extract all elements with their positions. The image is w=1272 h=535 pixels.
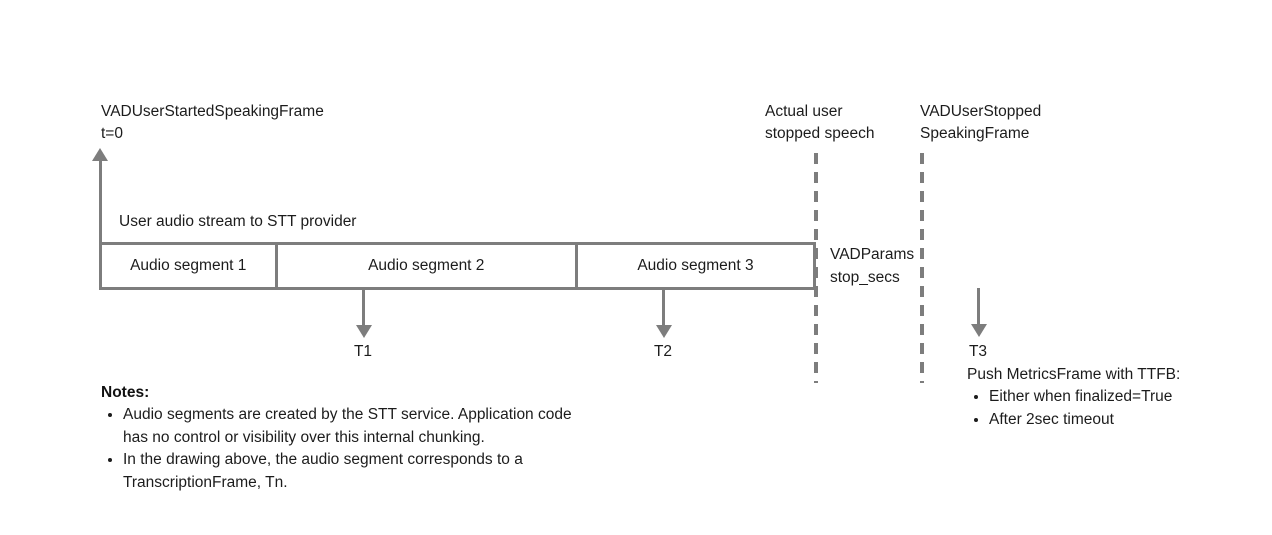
vadparams-label-line2: stop_secs	[830, 269, 900, 286]
audio-segment-2: Audio segment 2	[278, 245, 578, 287]
notes-list: Audio segments are created by the STT se…	[101, 404, 591, 494]
audio-segment-3: Audio segment 3	[637, 257, 754, 274]
vad-user-stopped-label-line1: VADUserStopped	[920, 103, 1042, 120]
list-item: Audio segments are created by the STT se…	[123, 404, 591, 449]
actual-stop-dashed-line	[814, 153, 818, 383]
timeline-arrow-head-icon	[92, 148, 108, 161]
metrics-heading: Push MetricsFrame with TTFB:	[967, 366, 1181, 383]
t1-label: T1	[353, 343, 373, 360]
vad-user-started-speaking-frame-label: VADUserStartedSpeakingFrame	[101, 103, 324, 120]
audio-segment-1: Audio segment 1	[102, 245, 278, 287]
vad-user-stopped-label-line2: SpeakingFrame	[920, 125, 1030, 142]
audio-segment-row: Audio segment 1 Audio segment 2 Audio se…	[99, 242, 816, 290]
notes-heading: Notes:	[101, 384, 150, 401]
metrics-block: Push MetricsFrame with TTFB: Either when…	[967, 366, 1257, 431]
user-audio-stream-label: User audio stream to STT provider	[119, 213, 357, 230]
t3-arrow-icon	[970, 288, 987, 340]
notes-block: Notes: Audio segments are created by the…	[101, 384, 591, 494]
vadparams-label-line1: VADParams	[830, 246, 915, 263]
metrics-list: Either when finalized=True After 2sec ti…	[967, 386, 1257, 431]
list-item: In the drawing above, the audio segment …	[123, 449, 591, 494]
t2-label: T2	[653, 343, 673, 360]
list-item: After 2sec timeout	[989, 409, 1257, 432]
actual-stop-label-line1: Actual user	[765, 103, 843, 120]
list-item: Either when finalized=True	[989, 386, 1257, 409]
vad-user-stopped-dashed-line	[920, 153, 924, 383]
t-zero-label: t=0	[101, 125, 123, 142]
t2-arrow-icon	[655, 290, 672, 340]
actual-stop-label-line2: stopped speech	[765, 125, 875, 142]
timeline-arrow-stem	[99, 160, 102, 290]
t1-arrow-icon	[355, 290, 372, 340]
t3-label: T3	[968, 343, 988, 360]
